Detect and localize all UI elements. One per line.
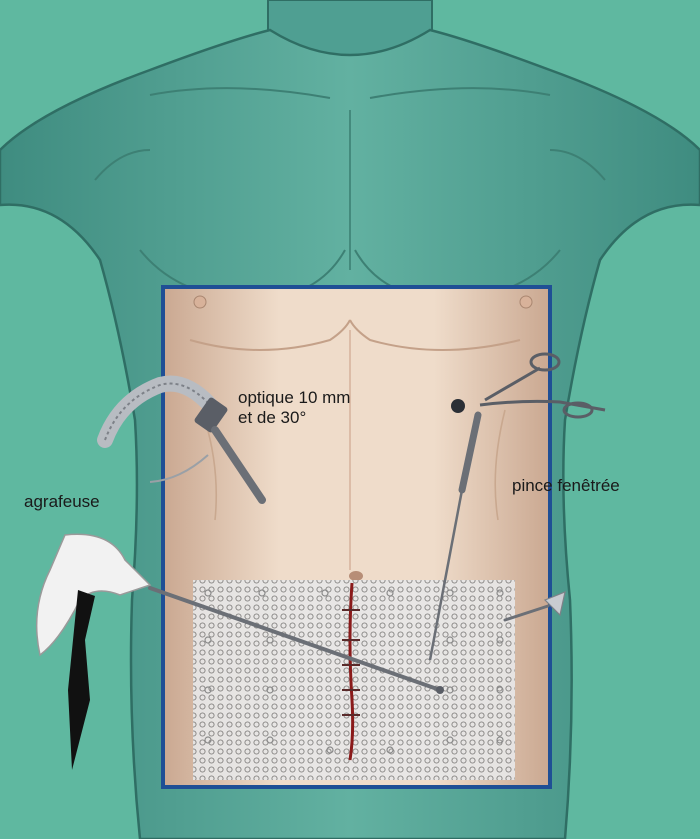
label-optique-line2: et de 30°: [238, 408, 350, 428]
nipple-left: [194, 296, 206, 308]
label-pince-fenetree: pince fenêtrée: [512, 476, 620, 496]
label-optique: optique 10 mm et de 30°: [238, 388, 350, 428]
umbilicus: [349, 571, 363, 581]
label-optique-line1: optique 10 mm: [238, 388, 350, 408]
label-agrafeuse: agrafeuse: [24, 492, 100, 512]
nipple-right: [520, 296, 532, 308]
